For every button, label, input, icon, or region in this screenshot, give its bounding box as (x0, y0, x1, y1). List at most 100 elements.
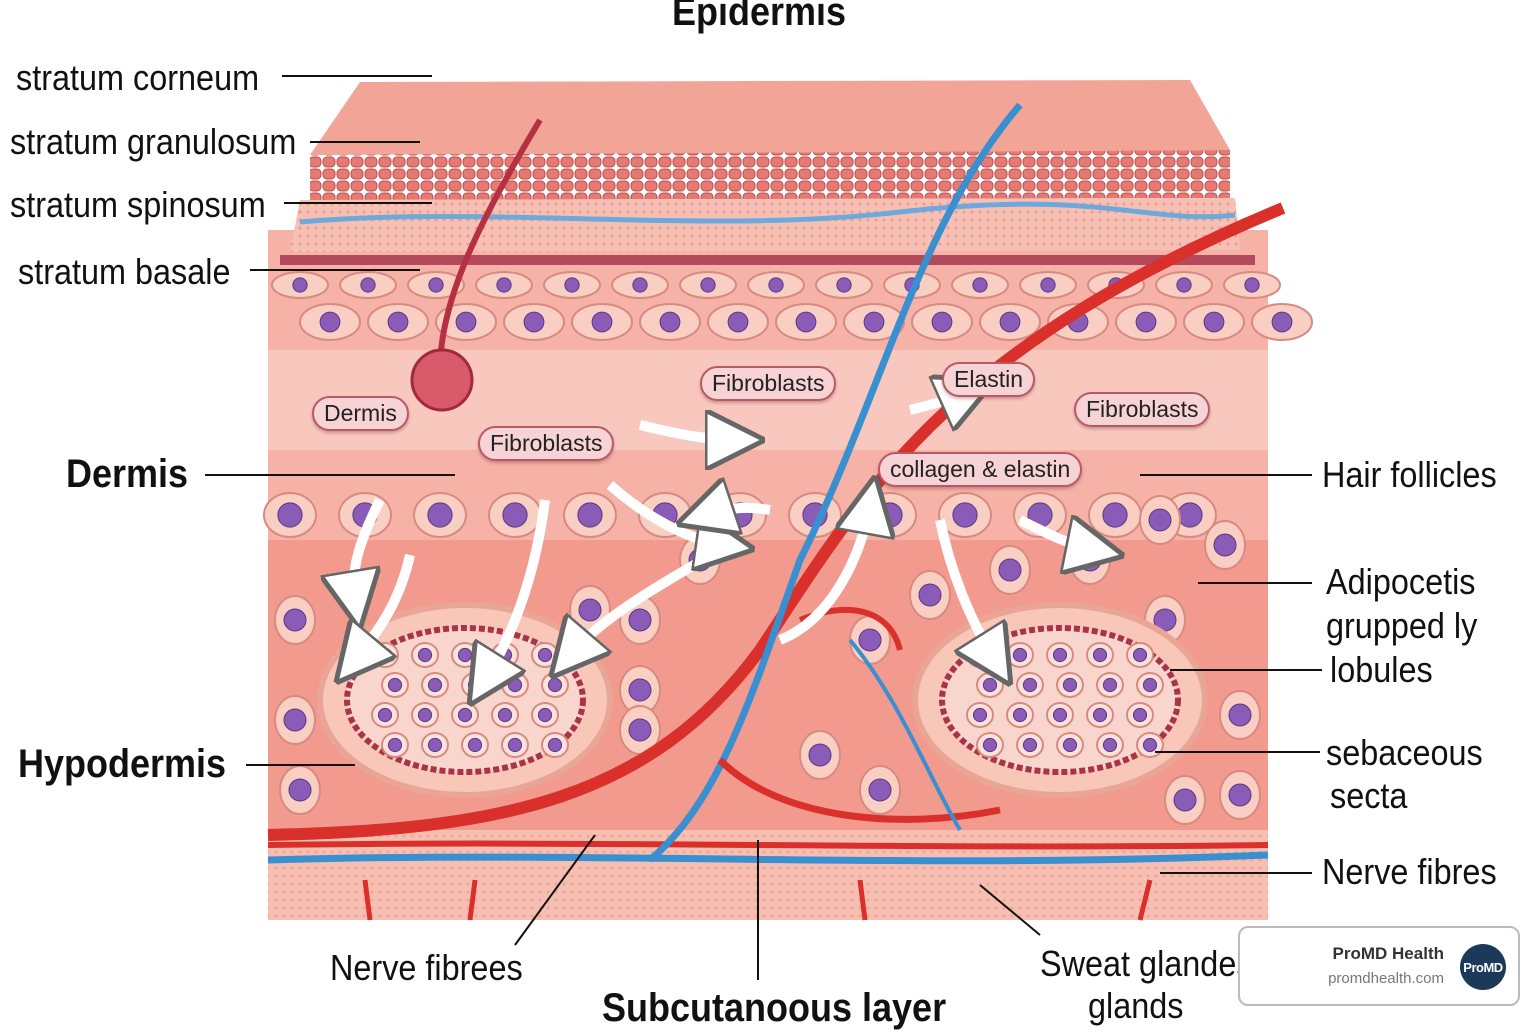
cell-nucleus (1052, 707, 1068, 723)
label-adipocetis-3: lobules (1330, 649, 1433, 690)
label-stratum-granulosum: stratum granulosum (10, 121, 297, 162)
cell-nucleus (632, 277, 648, 293)
cell-nucleus (283, 608, 307, 632)
cell-nucleus (427, 737, 443, 753)
cell-nucleus (319, 311, 341, 333)
cell-nucleus (497, 707, 513, 723)
cell-nucleus (1213, 533, 1237, 557)
cell-nucleus (727, 311, 749, 333)
cell-nucleus (360, 277, 376, 293)
label-dermis: Dermis (66, 452, 189, 496)
cell-nucleus (1148, 508, 1172, 532)
cell-nucleus (377, 707, 393, 723)
watermark-logo: ProMD (1460, 944, 1506, 990)
label-hypodermis: Hypodermis (18, 742, 227, 786)
cell-nucleus (1244, 277, 1260, 293)
cell-nucleus (428, 277, 444, 293)
cell-nucleus (1135, 311, 1157, 333)
label-sebaceous-1: sebaceous (1326, 732, 1483, 773)
cell-nucleus (427, 677, 443, 693)
label-subcutanoous-layer: Subcutanoous layer (602, 986, 947, 1030)
label-hair-follicles: Hair follicles (1322, 454, 1497, 495)
stratum-corneum-layer (310, 80, 1230, 155)
cell-nucleus (277, 502, 303, 528)
label-stratum-corneum: stratum corneum (16, 57, 260, 98)
cell-nucleus (455, 311, 477, 333)
cell-nucleus (292, 277, 308, 293)
hair-bulb (410, 348, 474, 412)
cell-nucleus (628, 718, 652, 742)
cell-nucleus (417, 647, 433, 663)
cell-nucleus (457, 707, 473, 723)
cell-nucleus (1040, 277, 1056, 293)
cell-nucleus (1132, 647, 1148, 663)
cell-nucleus (982, 737, 998, 753)
title-epidermis: Epidermis (672, 0, 847, 34)
watermark-name: ProMD Health (1332, 944, 1444, 963)
cell-nucleus (768, 277, 784, 293)
cell-nucleus (577, 502, 603, 528)
cell-nucleus (547, 737, 563, 753)
cell-nucleus (918, 583, 942, 607)
cell-nucleus (496, 277, 512, 293)
cell-nucleus (1176, 277, 1192, 293)
cell-nucleus (998, 558, 1022, 582)
cell-nucleus (628, 678, 652, 702)
cell-nucleus (1132, 707, 1148, 723)
cell-nucleus (700, 277, 716, 293)
cell-nucleus (877, 502, 903, 528)
label-sebaceous-2: secta (1330, 775, 1408, 816)
cell-nucleus (537, 707, 553, 723)
cell-nucleus (387, 311, 409, 333)
watermark-url: promdhealth.com (1328, 970, 1444, 987)
cell-nucleus (1102, 737, 1118, 753)
cell-nucleus (591, 311, 613, 333)
cell-nucleus (982, 677, 998, 693)
cell-nucleus (1012, 647, 1028, 663)
cell-nucleus (1102, 502, 1128, 528)
watermark-badge: ProMD Health promdhealth.com ProMD (1238, 926, 1520, 1006)
cell-nucleus (288, 778, 312, 802)
label-adipocetis-1: Adipocetis (1326, 561, 1476, 602)
flow-arrows (354, 392, 1095, 680)
label-leader-lines (205, 75, 1322, 980)
cell-nucleus (795, 311, 817, 333)
pill-elastin: Elastin (942, 362, 1036, 397)
cell-nucleus (507, 737, 523, 753)
blood-vessels (267, 102, 1286, 921)
label-stratum-spinosum: stratum spinosum (10, 184, 266, 225)
cell-nucleus (1052, 647, 1068, 663)
label-nerve-fibrees: Nerve fibrees (330, 947, 523, 988)
cell-nucleus (457, 647, 473, 663)
label-adipocetis-2: grupped ly (1326, 605, 1478, 646)
cell-nucleus (836, 277, 852, 293)
cell-nucleus (931, 311, 953, 333)
cell-nucleus (467, 737, 483, 753)
cell-nucleus (999, 311, 1021, 333)
cell-nucleus (1062, 737, 1078, 753)
cell-nucleus (1092, 647, 1108, 663)
label-sweat-glandes: Sweat glandes (1040, 943, 1253, 984)
cell-nucleus (1173, 788, 1197, 812)
cell-nucleus (467, 677, 483, 693)
cell-nucleus (283, 708, 307, 732)
pill-collagen-elastin: collagen & elastin (878, 452, 1083, 487)
cell-nucleus (1142, 677, 1158, 693)
pill-fibroblasts-left: Fibroblasts (478, 426, 615, 461)
stratum-granulosum-layer (310, 150, 1230, 200)
cell-nucleus (808, 743, 832, 767)
cell-nucleus (1228, 703, 1252, 727)
pill-dermis: Dermis (312, 396, 409, 431)
cell-nucleus (427, 502, 453, 528)
cell-nucleus (578, 598, 602, 622)
cell-nucleus (507, 677, 523, 693)
cell-nucleus (863, 311, 885, 333)
cell-nucleus (377, 647, 393, 663)
cell-nucleus (537, 647, 553, 663)
cell-nucleus (1177, 502, 1203, 528)
cell-nucleus (972, 707, 988, 723)
cell-nucleus (972, 277, 988, 293)
cell-nucleus (628, 608, 652, 632)
cell-nucleus (387, 677, 403, 693)
